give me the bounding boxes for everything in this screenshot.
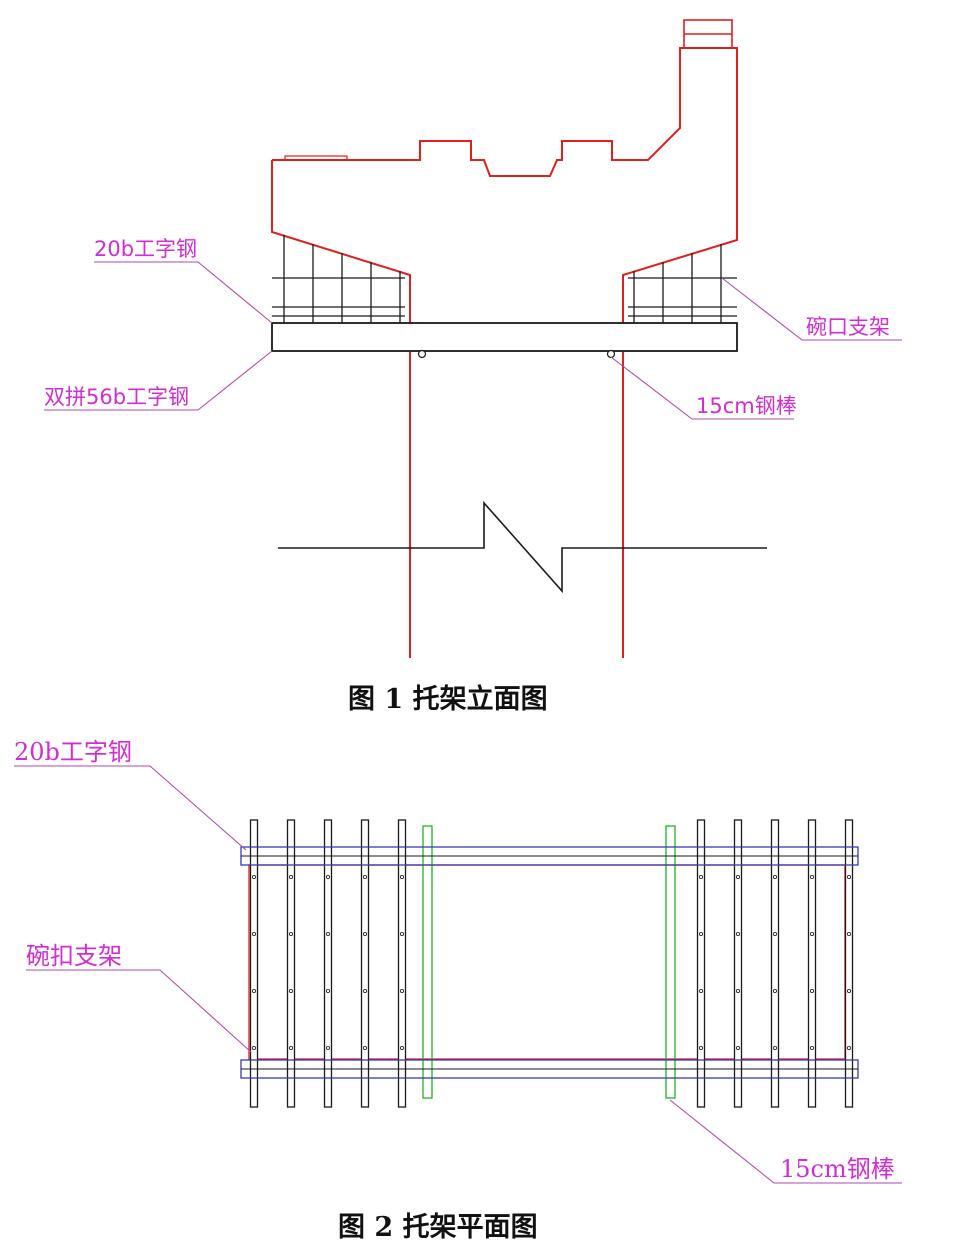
bolt-dot	[399, 989, 404, 994]
bolt-dot	[736, 932, 741, 937]
i-beam-20b-bar	[733, 819, 743, 1108]
leader-56b-i-beam	[44, 350, 273, 411]
bolt-dot	[773, 932, 778, 937]
leader-steel-rod-fig2	[669, 1099, 902, 1184]
i-beam-20b-bars	[249, 819, 854, 1108]
steel-rod-plan-right	[665, 825, 676, 1099]
label-20b-i-beam-fig2: 20b工字钢	[14, 738, 132, 766]
steel-rod-left	[417, 349, 427, 359]
caption-figure1: 图 1 托架立面图	[348, 683, 548, 715]
leader-steel-rod-fig1	[610, 356, 794, 420]
i-beam-20b-bar	[807, 819, 817, 1108]
bolt-dot	[773, 989, 778, 994]
bolt-dot	[847, 932, 852, 937]
bolt-dot	[288, 989, 293, 994]
double-56b-beams-plan	[240, 846, 859, 1079]
bolt-dot	[288, 875, 293, 880]
bolt-dot	[773, 1046, 778, 1051]
i-beam-20b-bar	[770, 819, 780, 1108]
bolt-dot	[810, 932, 815, 937]
i-beam-20b-bar	[286, 819, 296, 1108]
label-20b-i-beam-fig1: 20b工字钢	[94, 237, 197, 261]
i-beam-20b-bar	[323, 819, 333, 1108]
bolt-dot	[699, 1046, 704, 1051]
pier-cap-plan-outline	[248, 864, 846, 1060]
bowl-scaffold-left	[272, 235, 405, 323]
bolt-dot	[736, 989, 741, 994]
bolt-dot	[847, 1046, 852, 1051]
bolt-dot	[251, 932, 256, 937]
break-line	[278, 500, 767, 594]
i-beam-20b-bar	[844, 819, 854, 1108]
leader-20b-i-beam-fig1	[94, 261, 273, 324]
double-56b-i-beam	[271, 322, 738, 352]
bolt-dot	[399, 932, 404, 937]
i-beam-20b-bar	[249, 819, 259, 1108]
bolt-dot	[251, 1046, 256, 1051]
bolt-dot	[810, 989, 815, 994]
bolt-dot	[325, 1046, 330, 1051]
caption-figure2: 图 2 托架平面图	[338, 1212, 538, 1243]
bolt-dot	[325, 875, 330, 880]
leader-bowl-scaffold-fig2	[26, 969, 252, 1053]
leader-20b-i-beam-fig2	[14, 765, 247, 851]
bolt-dot	[699, 932, 704, 937]
bolt-dot	[325, 989, 330, 994]
figure2-plan: 20b工字钢 碗扣支架 15cm钢棒 图 2 托架平面图	[14, 738, 902, 1243]
bolt-dot	[288, 932, 293, 937]
bolt-dot	[251, 989, 256, 994]
figure1-elevation: 20b工字钢 双拼56b工字钢 碗口支架 15cm钢棒 图 1 托架立面图	[44, 19, 902, 715]
bolt-dot	[399, 1046, 404, 1051]
leader-bowl-scaffold-fig1	[721, 277, 902, 341]
bolt-dot	[847, 875, 852, 880]
bolt-dot	[399, 875, 404, 880]
bolt-dot	[810, 1046, 815, 1051]
bolt-dot	[362, 989, 367, 994]
bolt-dot	[736, 1046, 741, 1051]
bolt-dot	[773, 875, 778, 880]
bolt-dot	[699, 989, 704, 994]
bolt-dot	[699, 875, 704, 880]
bolt-dot	[362, 932, 367, 937]
bolt-dot	[362, 1046, 367, 1051]
bolt-dot	[325, 932, 330, 937]
i-beam-20b-bar	[397, 819, 407, 1108]
bolt-dot	[362, 875, 367, 880]
bolt-dot	[847, 989, 852, 994]
label-steel-rod-fig2: 15cm钢棒	[780, 1155, 895, 1183]
bowl-scaffold-right	[628, 244, 737, 323]
label-double-56b-i-beam: 双拼56b工字钢	[44, 385, 189, 409]
bolt-dot	[251, 875, 256, 880]
bolt-dot	[288, 1046, 293, 1051]
bolt-dot	[810, 875, 815, 880]
i-beam-20b-bar	[360, 819, 370, 1108]
label-steel-rod-fig1: 15cm钢棒	[696, 394, 797, 418]
i-beam-20b-bar	[696, 819, 706, 1108]
steel-rod-plan-left	[422, 825, 433, 1099]
steel-rod-right	[606, 349, 616, 359]
label-bowl-scaffold-fig1: 碗口支架	[806, 315, 890, 339]
bearing-pad-left	[284, 155, 348, 161]
steel-rods-plan	[422, 825, 676, 1099]
bolt-dot	[736, 875, 741, 880]
label-bowl-scaffold-fig2: 碗扣支架	[26, 942, 122, 970]
